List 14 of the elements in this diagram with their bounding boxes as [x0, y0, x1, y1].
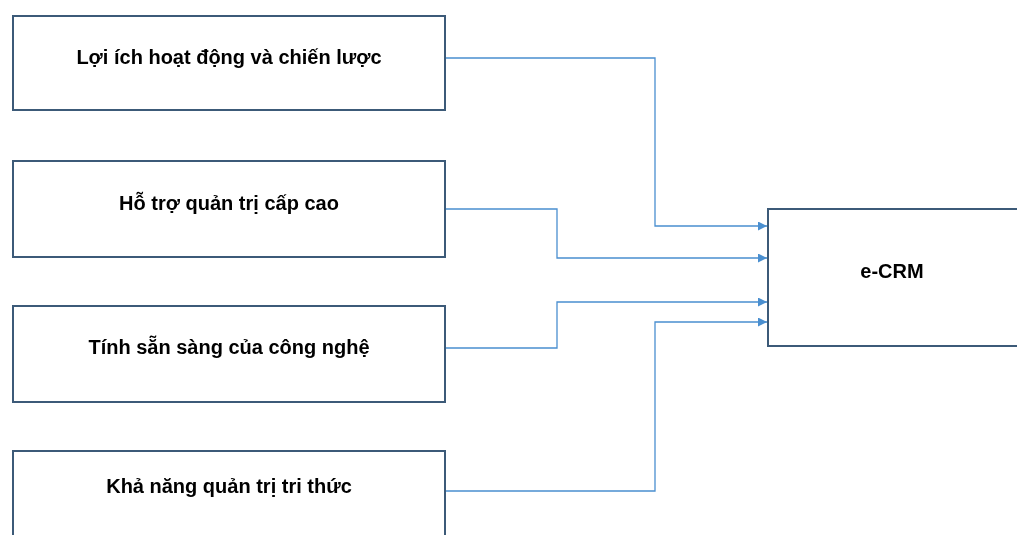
- process-box: [12, 160, 446, 258]
- arrow: [445, 297, 768, 349]
- process-box: [12, 305, 446, 403]
- box-label: e-CRM: [860, 260, 924, 283]
- arrow: [445, 57, 768, 231]
- process-box: [12, 15, 446, 111]
- box-label: Tính sẵn sàng của công nghệ: [88, 335, 370, 359]
- box-label: Khả năng quản trị tri thức: [106, 474, 352, 498]
- process-box: [767, 208, 1017, 347]
- process-box: [12, 450, 446, 535]
- box-label: Hỗ trợ quản trị cấp cao: [119, 191, 339, 215]
- arrow: [445, 208, 768, 263]
- arrow: [445, 317, 768, 492]
- box-label: Lợi ích hoạt động và chiến lược: [76, 45, 382, 69]
